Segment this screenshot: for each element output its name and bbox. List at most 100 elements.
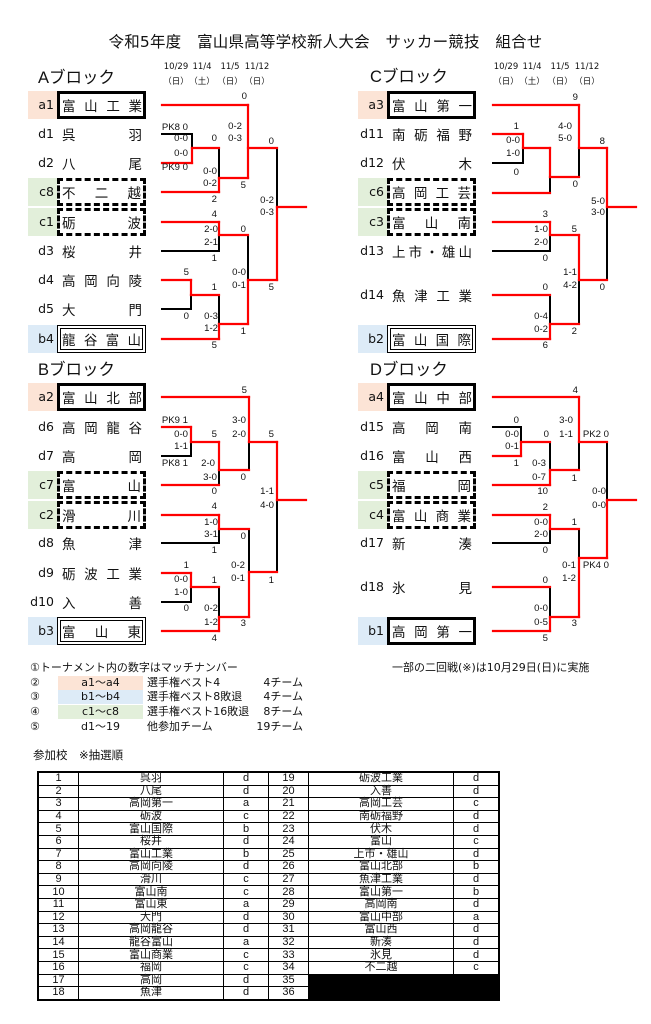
school-name: 富山東 [78,897,224,912]
team-name-char: 業 [458,289,472,305]
team-seed-code: b1 [358,617,387,645]
team-name-char: 入 [62,596,76,612]
school-name: 呉羽 [78,771,224,786]
legend-number: ⑤ [30,720,40,733]
team-name: 大門 [57,295,146,323]
team-name: 富山南 [387,208,476,236]
schedule-day: （土） [519,77,545,87]
school-name: 高岡南 [308,897,454,912]
match-score-label: 0 [513,415,519,426]
entry-number: 8 [37,860,79,874]
entry-number: 34 [268,960,309,975]
seed-category: d [223,923,269,937]
seed-category: c [223,960,269,975]
match-score-label: 4-0 [260,500,274,511]
team-name: 高岡龍谷 [57,413,146,441]
match-score-label: 1 [513,121,519,132]
match-score-label: 1-2 [204,617,218,628]
match-score-label: 4 [211,209,217,220]
team-name-char: 一 [458,625,472,641]
team-name: 龍谷富山 [57,325,146,353]
match-score-label: 0 [599,282,605,293]
team-name: 八尾 [57,149,146,177]
team-name-char: 氷 [392,581,406,597]
team-name-char: 部 [128,391,142,407]
entry-number: 6 [37,834,79,849]
team-name-char: 津 [128,537,143,553]
match-score-label: 1-1 [174,441,188,452]
team-name-char: 富 [62,99,76,115]
school-name: 福岡 [78,960,224,975]
match-score-label: 5 [571,224,577,235]
team-seed-code: c1 [28,208,57,236]
match-score-label: 0-3 [260,207,274,218]
school-name: 魚津 [78,986,224,1001]
match-score-label: 0-3 [532,458,546,469]
match-score-label: 0 [211,133,217,144]
match-score-label: 2-0 [232,429,246,440]
match-score-label: 4-2 [563,280,577,291]
team-name-char: 砺 [62,567,76,583]
legend-seed-range: c1～c8 [58,705,143,719]
team-name-char: 陵 [128,274,142,290]
team-name-char: 谷 [128,421,142,437]
entry-number: 14 [37,935,79,950]
match-score-label: 0-5 [534,617,548,628]
team-name: 富山国際 [387,325,476,353]
school-name: 高岡龍谷 [78,923,224,937]
entry-number: 30 [268,910,309,925]
team-name: 福岡 [387,471,476,499]
team-name-char: 山 [127,479,142,495]
team-seed-code: d2 [38,155,54,170]
team-seed-code: a1 [28,91,57,119]
team-name-char: 津 [414,289,428,305]
school-name: 南砺福野 [308,809,454,824]
team-name-char: 龍 [106,421,120,437]
team-name-char: 山 [414,99,428,115]
team-name-char: 部 [458,391,472,407]
team-name-char: 山 [127,333,141,349]
match-score-label: 0 [240,531,246,542]
team-seed-code: d16 [360,448,384,463]
match-score-label: 1-0 [174,587,188,598]
team-name-char: 岡 [413,186,428,202]
team-name: 魚津 [57,529,146,557]
team-name-char: 富 [392,391,406,407]
team-seed-code: d4 [38,272,54,287]
school-name: 富山第一 [308,885,454,899]
page-title: 令和5年度 富山県高等学校新人大会 サッカー競技 組合せ [108,33,543,51]
team-seed-code: a3 [358,91,387,119]
match-score-label: 1-1 [559,429,573,440]
team-seed-code: d13 [360,243,384,258]
seed-category: c [223,872,269,887]
match-score-label: 0-7 [532,472,546,483]
team-seed-code: d18 [360,579,384,594]
team-name-char: 桜 [62,245,76,261]
team-seed-code: c8 [28,178,57,206]
team-seed-code: c5 [358,471,387,499]
entry-number: 17 [37,973,79,988]
seed-category: d [453,872,500,887]
entry-number: 21 [268,797,309,811]
team-name: 高岡南 [387,413,476,441]
entry-number: 24 [268,834,309,849]
schedule-day: （日） [163,77,189,87]
schedule-day: （日） [574,77,600,87]
team-name-char: 大 [62,303,76,319]
match-score-label: 0 [542,282,548,293]
seed-category: c [453,797,500,811]
entry-number: 33 [268,948,309,962]
match-score-label: 0-3 [228,133,242,144]
match-score-label: 0-0 [534,517,548,528]
match-score-label: 1 [183,560,189,571]
team-name-char: ・ [425,245,439,261]
schedule-day: （日） [493,77,519,87]
team-seed-code: b3 [28,617,57,645]
entry-number: 4 [37,809,79,824]
team-name-char: 東 [127,625,142,641]
legend-count: 4チーム [263,690,303,703]
